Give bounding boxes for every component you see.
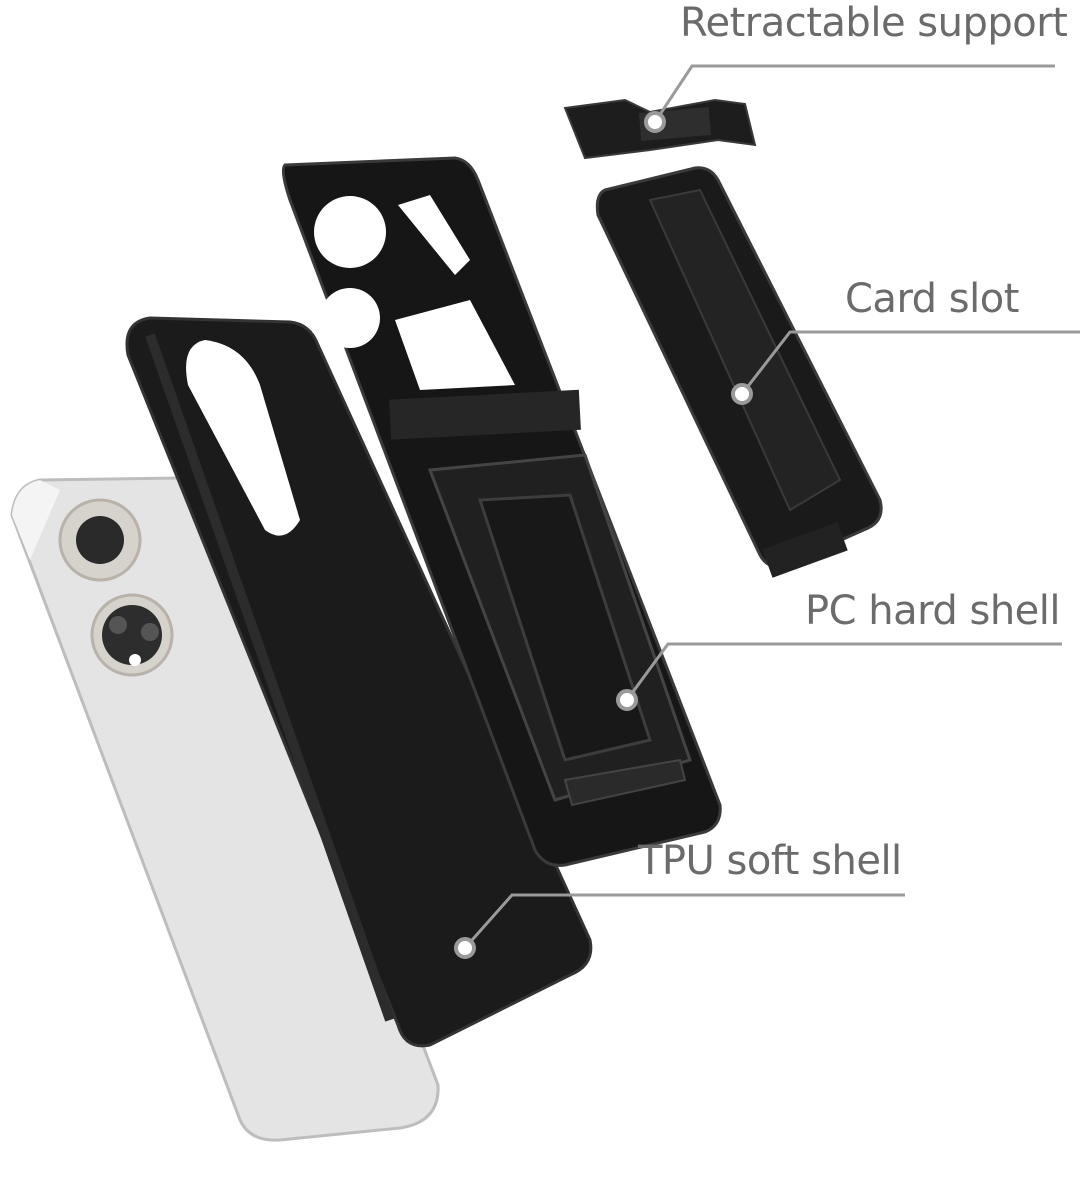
label-card-slot: Card slot bbox=[845, 276, 1019, 322]
phone bbox=[10, 476, 440, 1142]
callout-lines bbox=[463, 64, 1080, 949]
card-slot bbox=[595, 166, 883, 578]
callout-dots bbox=[454, 111, 753, 959]
tpu-soft-shell bbox=[125, 316, 593, 1048]
label-tpu-soft-shell: TPU soft shell bbox=[638, 838, 902, 884]
label-retractable-support: Retractable support bbox=[680, 0, 1068, 46]
label-pc-hard-shell: PC hard shell bbox=[805, 588, 1061, 634]
pc-hard-shell bbox=[281, 156, 722, 867]
